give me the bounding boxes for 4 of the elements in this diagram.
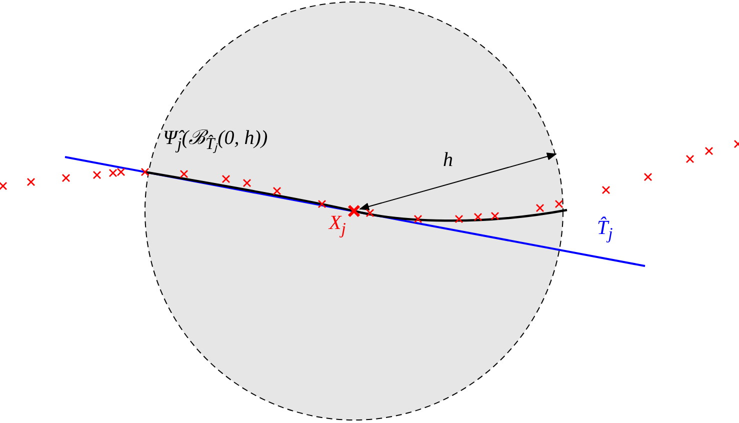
curve-label: Ψ̂$_{j}$(ℬ$_{T̂ⱼ}$(0, h)) bbox=[163, 128, 268, 153]
tangent-label: T̂$_{j}$ bbox=[597, 218, 613, 243]
radius-label: h bbox=[443, 150, 453, 170]
point-label: X$_{j}$ bbox=[329, 213, 346, 238]
